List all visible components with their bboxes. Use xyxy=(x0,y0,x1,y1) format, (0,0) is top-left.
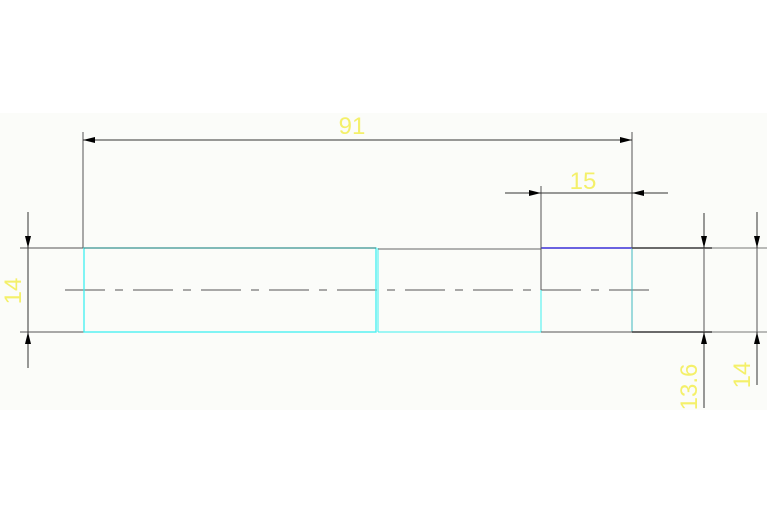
dimension-15 xyxy=(505,186,668,248)
dimension-text-13-6: 13.6 xyxy=(676,364,703,411)
dimension-text-91: 91 xyxy=(339,113,366,140)
groove-segment xyxy=(540,247,633,333)
dimension-text-left-14: 14 xyxy=(0,278,27,305)
dimension-text-15: 15 xyxy=(570,168,597,195)
drawing-area xyxy=(0,113,767,410)
dimension-text-right-14: 14 xyxy=(729,362,756,389)
shaft-outline xyxy=(20,247,767,333)
